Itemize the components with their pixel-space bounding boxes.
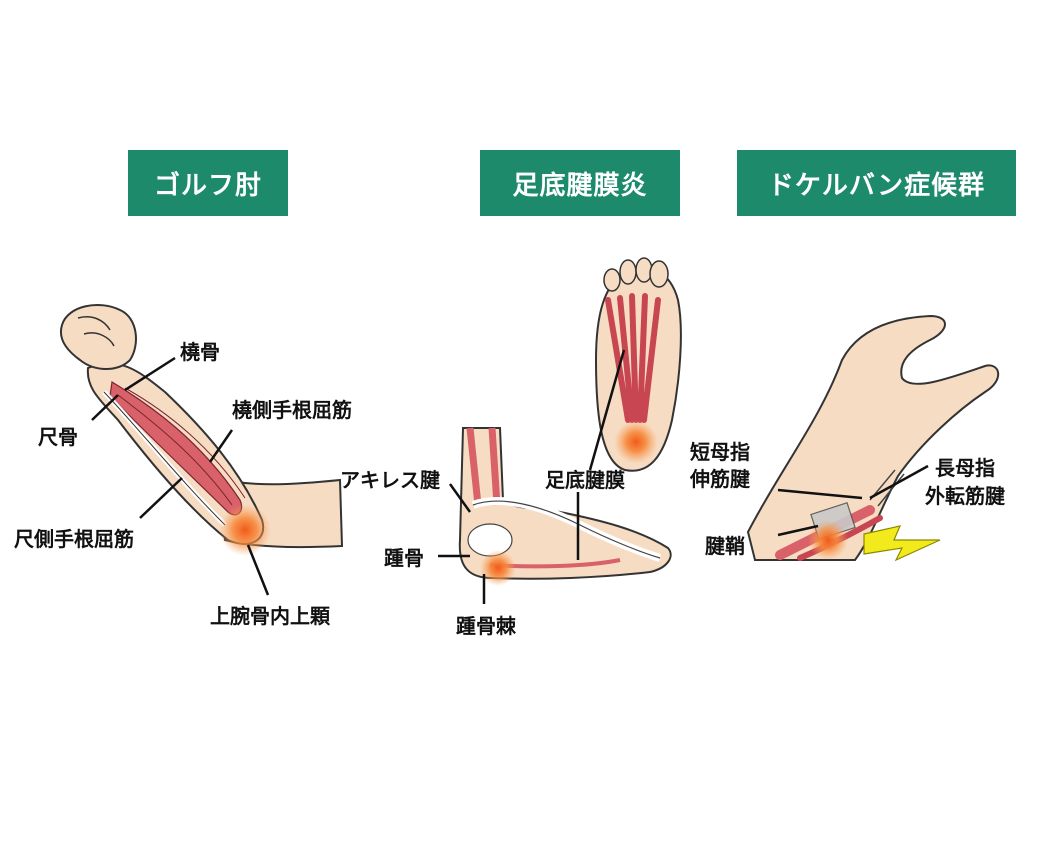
- label-fcr: 橈側手根屈筋: [232, 398, 352, 422]
- label-apl-2: 外転筋腱: [925, 484, 1005, 508]
- arm-illustration: [60, 304, 344, 596]
- lightning-icon: [863, 525, 941, 562]
- title-plantar-fasciitis: 足底腱膜炎: [480, 150, 680, 216]
- label-tendon-sheath: 腱鞘: [705, 534, 745, 558]
- label-apl-1: 長母指: [935, 456, 995, 480]
- wrist-illustration: [746, 314, 1000, 562]
- label-plantar-fascia: 足底腱膜: [545, 468, 625, 492]
- label-heel-spur: 踵骨棘: [456, 614, 516, 638]
- label-epb-1: 短母指: [690, 440, 750, 464]
- pain-spot: [219, 504, 271, 556]
- label-calcaneus: 踵骨: [384, 546, 424, 570]
- label-achilles: アキレス腱: [340, 468, 440, 492]
- foot-illustration: [438, 257, 682, 604]
- label-ulna: 尺骨: [38, 425, 78, 449]
- title-de-quervain: ドケルバン症候群: [737, 150, 1016, 216]
- label-epb-2: 伸筋腱: [690, 467, 750, 491]
- label-fcu: 尺側手根屈筋: [14, 527, 134, 551]
- label-radius: 橈骨: [180, 340, 220, 364]
- title-golf-elbow: ゴルフ肘: [128, 150, 288, 216]
- label-epicondyle: 上腕骨内上顆: [210, 604, 330, 628]
